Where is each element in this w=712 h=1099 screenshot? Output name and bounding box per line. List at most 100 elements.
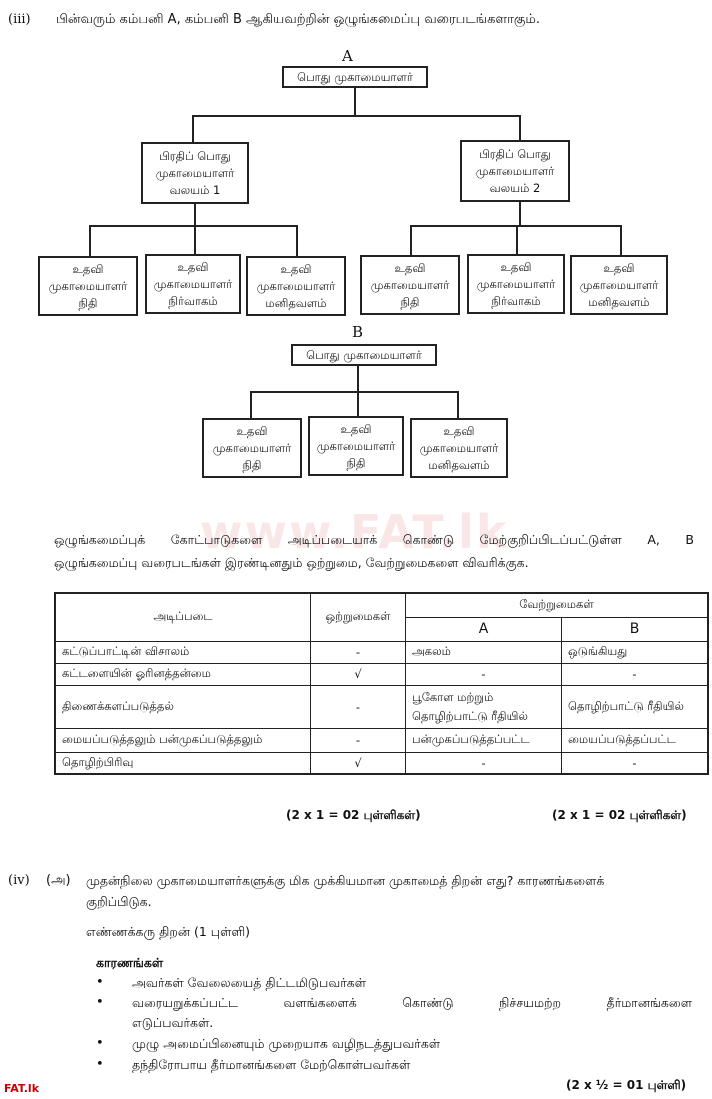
chart-a-assistant-box: உதவி முகாமையாளர் மனிதவளம்: [246, 256, 346, 316]
chart-b-assistant-box: உதவி முகாமையாளர் நிதி: [202, 418, 302, 478]
box-text: உதவி: [177, 259, 209, 274]
question-number-iii: (iii): [8, 12, 31, 27]
cell-a: பன்முகப்படுத்தப்பட்ட: [405, 727, 562, 753]
chart-a-assistant-box: உதவி முகாமையாளர் நிதி: [360, 255, 460, 315]
chart-b-gm-text: பொது முகாமையாளர்: [306, 347, 422, 362]
connector: [89, 225, 91, 256]
connector: [516, 225, 518, 255]
watermark: www.FAT.lk: [200, 505, 509, 559]
cell-similarity: -: [310, 640, 406, 664]
connector: [357, 366, 359, 392]
chart-a-assistant-box: உதவி முகாமையாளர் நிதி: [38, 256, 138, 316]
connector: [519, 115, 521, 142]
question-intro: பின்வரும் கம்பனி A, கம்பனி B ஆகியவற்றின்…: [56, 12, 540, 27]
box-text: மனிதவளம்: [265, 295, 327, 310]
connector: [620, 225, 622, 255]
footer-logo: FAT.lk: [4, 1082, 40, 1095]
cell-basis: கட்டுப்பாட்டின் விசாலம்: [54, 640, 311, 664]
box-text: முகாமையாளர்: [153, 276, 233, 291]
box-text: வலயம் 1: [169, 182, 221, 197]
chart-a-deputy-1-box: பிரதிப் பொது முகாமையாளர் வலயம் 1: [141, 142, 249, 204]
connector: [250, 391, 252, 418]
cell-a: பூகோள மற்றும் தொழிற்பாட்டு ரீதியில்: [405, 684, 562, 729]
cell-basis: தொழிற்பிரிவு: [54, 751, 311, 775]
box-text: நிதி: [78, 295, 98, 310]
box-text: பிரதிப் பொது: [159, 148, 231, 163]
cell-b: மையப்படுத்தப்பட்ட: [561, 727, 709, 753]
box-text: முகாமையாளர்: [212, 440, 292, 455]
box-text: முகாமையாளர்: [476, 276, 556, 291]
chart-b-gm-box: பொது முகாமையாளர்: [291, 344, 437, 366]
box-text: பிரதிப் பொது: [479, 146, 551, 161]
connector: [519, 202, 521, 226]
cell-similarity: √: [310, 751, 406, 775]
box-text: முகாமையாளர்: [419, 440, 499, 455]
comparison-table: அடிப்படை ஒற்றுமைகள் வேற்றுமைகள் A B கட்ட…: [54, 592, 709, 775]
box-text: முகாமையாளர்: [256, 278, 336, 293]
connector: [410, 225, 412, 255]
cell-similarity: √: [310, 662, 406, 686]
box-text: முகாமையாளர்: [370, 277, 450, 292]
reason-item: முழு அமைப்பினையும் முறையாக வழிநடத்துபவர்…: [132, 1036, 441, 1051]
connector: [89, 225, 298, 227]
chart-a-gm-box: பொது முகாமையாளர்: [282, 66, 428, 88]
header-b: B: [561, 616, 709, 642]
connector: [250, 391, 459, 393]
table-row: தொழிற்பிரிவு √ - -: [54, 751, 709, 775]
marks-left: (2 x 1 = 02 புள்ளிகள்): [286, 808, 421, 822]
cell-b: ஒடுங்கியது: [561, 640, 709, 664]
marks-right: (2 x 1 = 02 புள்ளிகள்): [552, 808, 687, 822]
chart-a-assistant-box: உதவி முகாமையாளர் நிர்வாகம்: [467, 254, 565, 314]
cell-basis: கட்டளையின் ஓரினத்தன்மை: [54, 662, 311, 686]
box-text: நிதி: [400, 294, 420, 309]
cell-a: -: [405, 662, 562, 686]
connector: [194, 225, 196, 256]
box-text: உதவி: [236, 423, 268, 438]
box-text: உதவி: [603, 260, 635, 275]
connector: [192, 115, 194, 142]
question-text-line-2: ஒழுங்கமைப்பு வரைபடங்கள் இரண்டினதும் ஒற்ற…: [54, 555, 529, 570]
box-text: மனிதவளம்: [588, 294, 650, 309]
box-text: உதவி: [443, 423, 475, 438]
connector: [296, 225, 298, 256]
chart-a-deputy-2-box: பிரதிப் பொது முகாமையாளர் வலயம் 2: [460, 140, 570, 202]
chart-b-assistant-box: உதவி முகாமையாளர் நிதி: [308, 416, 404, 476]
table-row: கட்டளையின் ஓரினத்தன்மை √ - -: [54, 662, 709, 686]
table-row: மையப்படுத்தலும் பன்முகப்படுத்தலும் - பன்…: [54, 727, 709, 753]
box-text: முகாமையாளர்: [316, 438, 396, 453]
cell-b: -: [561, 662, 709, 686]
question-sub-a: (அ): [46, 873, 71, 888]
box-text: உதவி: [340, 421, 372, 436]
header-basis: அடிப்படை: [54, 592, 311, 642]
cell-b: -: [561, 751, 709, 775]
connector: [192, 115, 521, 117]
bullet-icon: •: [96, 995, 104, 1010]
question-iv-line-1: முதன்நிலை முகாமையாளர்களுக்கு மிக முக்கிய…: [86, 873, 605, 888]
connector: [354, 88, 356, 116]
cell-a: அகலம்: [405, 640, 562, 664]
box-text: வலயம் 2: [489, 180, 541, 195]
reason-item-continued: எடுப்பவர்கள்.: [132, 1015, 214, 1030]
header-differences: வேற்றுமைகள்: [405, 592, 709, 618]
header-similarities: ஒற்றுமைகள்: [310, 592, 406, 642]
bullet-icon: •: [96, 1057, 104, 1072]
reason-item: வரையறுக்கப்பட்ட வளங்களைக் கொண்டு நிச்சயம…: [132, 995, 692, 1010]
chart-a-gm-text: பொது முகாமையாளர்: [297, 69, 413, 84]
box-text: முகாமையாளர்: [475, 163, 555, 178]
answer-skill: எண்ணக்கரு திறன் (1 புள்ளி): [86, 924, 251, 939]
box-text: நிர்வாகம்: [491, 293, 541, 308]
box-text: முகாமையாளர்: [48, 278, 128, 293]
box-text: முகாமையாளர்: [155, 165, 235, 180]
cell-similarity: -: [310, 727, 406, 753]
box-text: முகாமையாளர்: [579, 277, 659, 292]
bullet-icon: •: [96, 975, 104, 990]
marks-iv: (2 x ½ = 01 புள்ளி): [566, 1078, 687, 1092]
table-row: திணைக்களப்படுத்தல் - பூகோள மற்றும் தொழிற…: [54, 684, 709, 729]
cell-basis: மையப்படுத்தலும் பன்முகப்படுத்தலும்: [54, 727, 311, 753]
chart-a-assistant-box: உதவி முகாமையாளர் மனிதவளம்: [570, 255, 668, 315]
box-text: உதவி: [72, 261, 104, 276]
bullet-icon: •: [96, 1036, 104, 1051]
cell-b: தொழிற்பாட்டு ரீதியில்: [561, 684, 709, 729]
box-text: உதவி: [394, 260, 426, 275]
connector: [357, 391, 359, 418]
